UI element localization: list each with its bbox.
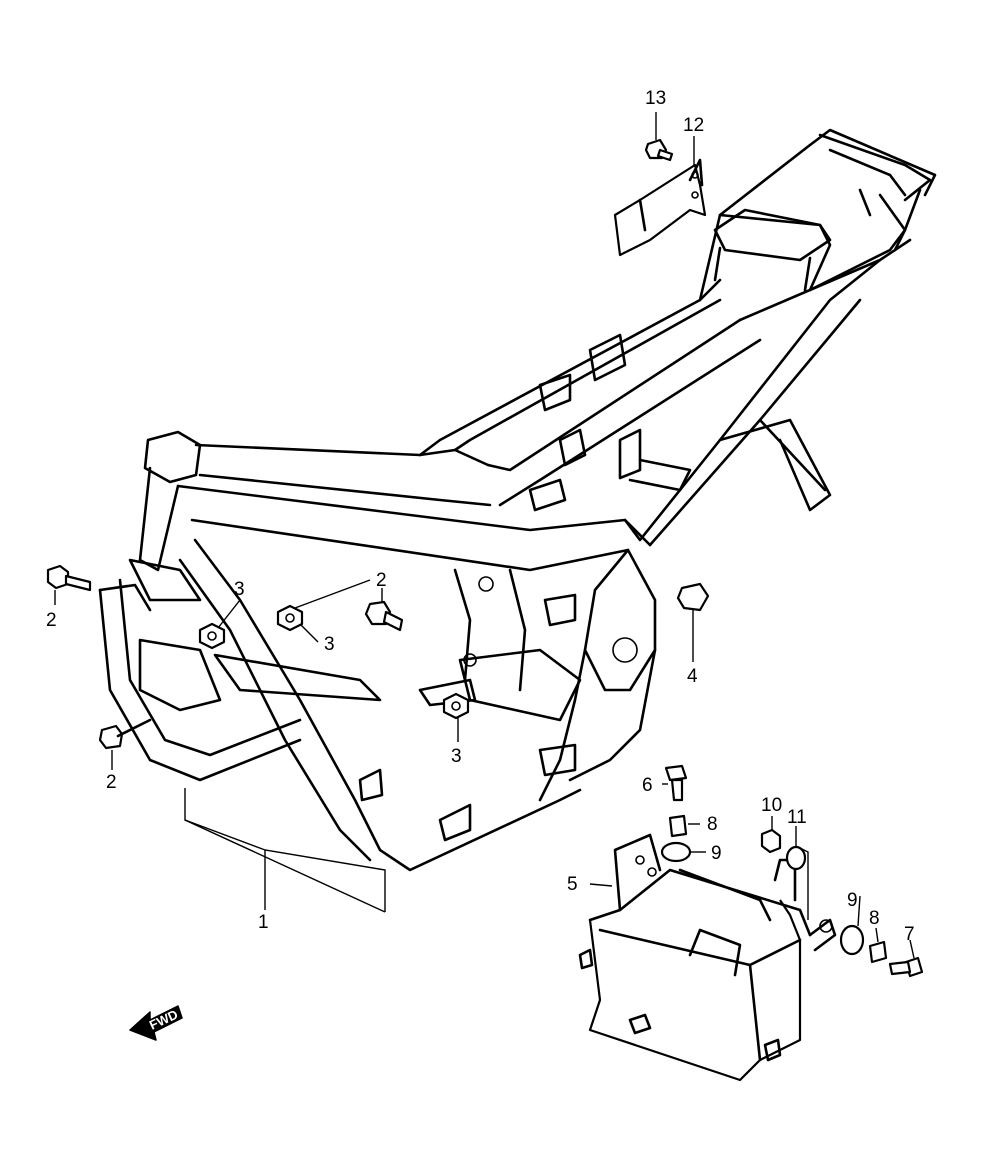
callout-9-lower: 9 [847, 890, 858, 911]
collar-8-upper [668, 814, 688, 838]
callout-1: 1 [258, 912, 269, 933]
grommet-9-upper [660, 841, 692, 863]
callout-3-lower: 3 [451, 746, 462, 767]
nut-3-left [198, 622, 226, 650]
callout-2-lower: 2 [106, 772, 117, 793]
fwd-label: FWD [147, 1007, 180, 1033]
callout-3-center: 3 [324, 634, 335, 655]
nut-10 [760, 828, 782, 854]
callout-11: 11 [787, 807, 807, 828]
nut-3-lower [442, 692, 470, 720]
plug-4 [676, 582, 710, 612]
leader-lines [54, 112, 915, 959]
bolt-13 [644, 138, 674, 162]
callout-6: 6 [642, 775, 653, 796]
bolt-7 [888, 956, 924, 978]
bolt-2-center [364, 600, 404, 632]
callout-3-left: 3 [234, 579, 245, 600]
callout-labels: 1 2 2 2 3 3 3 4 5 6 7 8 8 9 9 10 11 12 1… [46, 88, 915, 945]
collar-8-lower [868, 940, 888, 964]
callout-8-upper: 8 [707, 814, 718, 835]
bolt-2-upper [46, 564, 92, 592]
seat-bracket [613, 158, 707, 257]
nut-3-center [276, 604, 304, 632]
bolt-6 [664, 764, 688, 802]
bolt-2-lower [98, 718, 152, 750]
callout-10: 10 [761, 795, 782, 816]
washer-11 [785, 845, 807, 871]
callout-4: 4 [687, 666, 698, 687]
callout-7: 7 [904, 924, 915, 945]
main-frame [98, 128, 937, 872]
callout-13: 13 [645, 88, 666, 109]
grommet-9-lower [839, 924, 865, 956]
callout-8-lower: 8 [869, 908, 880, 929]
battery-holder [578, 833, 837, 1082]
callout-2-upper: 2 [46, 610, 57, 631]
callout-9-upper: 9 [711, 843, 722, 864]
callout-2-center: 2 [376, 570, 387, 591]
callout-12: 12 [683, 115, 704, 136]
forward-direction-arrow-icon: FWD [129, 1005, 183, 1041]
callout-5: 5 [567, 874, 578, 895]
